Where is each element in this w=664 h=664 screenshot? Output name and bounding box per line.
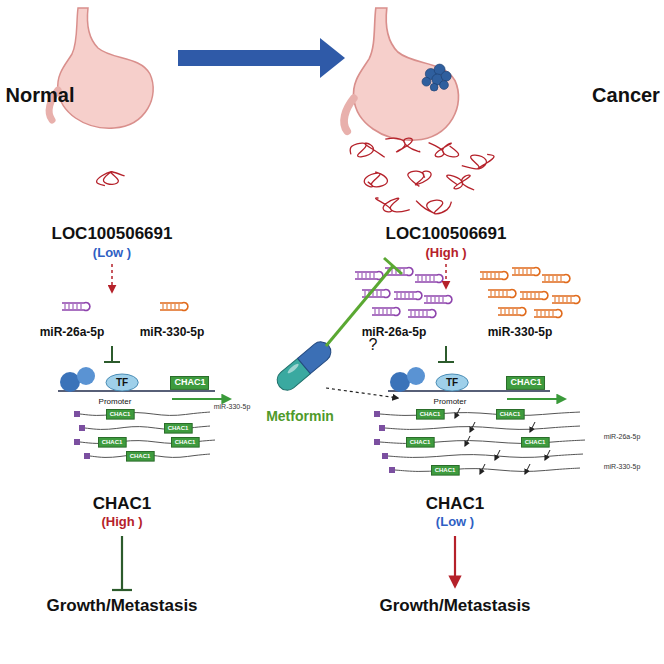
node-text: CHAC1 <box>175 439 196 446</box>
gene-box: CHAC1 <box>126 451 155 462</box>
node-text: CHAC1 <box>525 439 546 446</box>
gene-box: CHAC1 <box>106 409 135 420</box>
text-label: Growth/Metastasis <box>379 596 530 616</box>
metformin-pill <box>273 338 335 394</box>
text-label: (Low ) <box>436 515 474 530</box>
gene-box: CHAC1 <box>171 437 200 448</box>
node-text: CHAC1 <box>174 378 205 388</box>
text-label: LOC100506691 <box>386 224 507 244</box>
node-text: CHAC1 <box>130 453 151 460</box>
text-label: miR-330-5p <box>604 463 641 471</box>
gene-box: CHAC1 <box>431 465 460 476</box>
text-label: Normal <box>6 84 75 107</box>
text-label: (High ) <box>425 246 466 261</box>
gene-locus <box>58 367 230 399</box>
inhibit-line <box>104 346 454 362</box>
node-text: CHAC1 <box>110 411 131 418</box>
gene-box: CHAC1 <box>496 409 525 420</box>
text-label: CHAC1 <box>426 494 485 514</box>
text-label: miR-330-5p <box>214 403 251 411</box>
gene-locus <box>388 367 565 399</box>
transcription-factor: TF <box>105 373 139 392</box>
stomach-cancer <box>344 8 458 140</box>
text-label: miR-26a-5p <box>40 326 105 340</box>
gene-box: CHAC1 <box>506 376 545 390</box>
gene-box: CHAC1 <box>416 409 445 420</box>
text-label: miR-330-5p <box>140 326 205 340</box>
inhibit-line <box>112 536 132 590</box>
text-label: miR-26a-5p <box>604 433 641 441</box>
progression-arrow <box>178 38 345 78</box>
text-label: miR-330-5p <box>488 326 553 340</box>
text-label: Metformin <box>266 408 334 424</box>
transcripts <box>74 408 585 474</box>
text-label: Promoter <box>434 397 467 406</box>
node-text: CHAC1 <box>410 439 431 446</box>
text-label: (Low ) <box>93 246 131 261</box>
text-label: Promoter <box>99 397 132 406</box>
node-text: CHAC1 <box>102 439 123 446</box>
node-text: CHAC1 <box>510 378 541 388</box>
node-text: CHAC1 <box>420 411 441 418</box>
node-text: CHAC1 <box>435 467 456 474</box>
dashed-arrow <box>326 388 398 398</box>
node-text: TF <box>116 377 128 388</box>
gene-box: CHAC1 <box>170 376 209 390</box>
gene-box: CHAC1 <box>521 437 550 448</box>
dashed-arrow <box>111 264 113 292</box>
stomach-normal <box>49 8 153 128</box>
mirna-hairpins <box>62 268 580 318</box>
transcription-factor: TF <box>435 373 469 392</box>
text-label: Growth/Metastasis <box>46 596 197 616</box>
text-label: LOC100506691 <box>52 224 173 244</box>
gene-box: CHAC1 <box>164 423 193 434</box>
text-label: (High ) <box>101 515 142 530</box>
node-text: CHAC1 <box>168 425 189 432</box>
text-label: CHAC1 <box>93 494 152 514</box>
text-label: Cancer <box>592 84 660 107</box>
gene-box: CHAC1 <box>406 437 435 448</box>
node-text: TF <box>446 377 458 388</box>
gene-box: CHAC1 <box>98 437 127 448</box>
dashed-arrow <box>445 264 447 288</box>
text-label: miR-26a-5p <box>362 326 427 340</box>
lncrna-strands <box>97 138 494 214</box>
node-text: CHAC1 <box>500 411 521 418</box>
promote-arrow <box>454 536 456 586</box>
